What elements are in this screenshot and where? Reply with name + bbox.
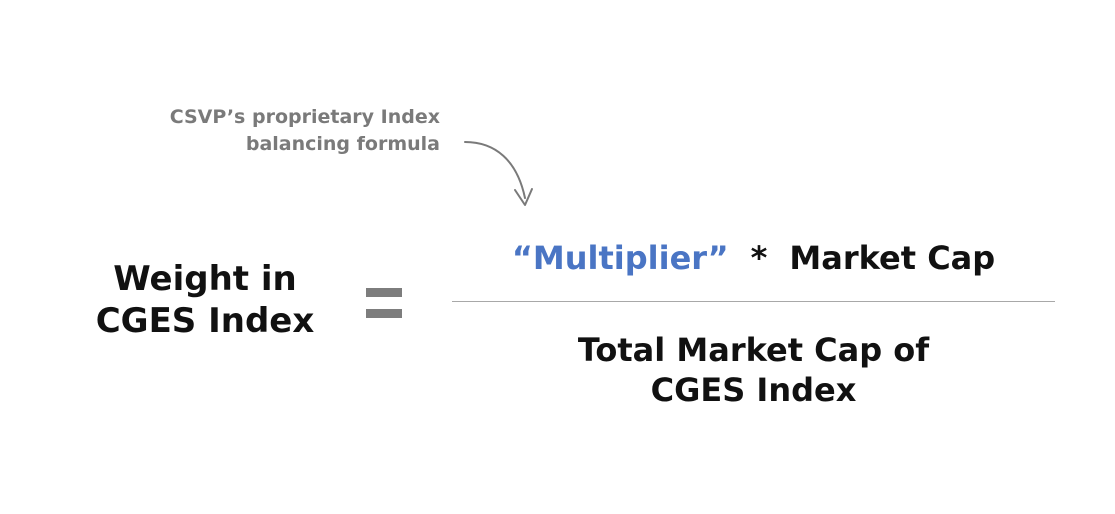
annotation-line-2: balancing formula [245, 133, 440, 155]
arrow-curve [464, 141, 526, 199]
fraction-divider [452, 301, 1055, 302]
formula-lhs: Weight in CGES Index [70, 258, 340, 342]
denominator-line-2: CGES Index [650, 371, 857, 409]
annotation-text: CSVP’s proprietary Index balancing formu… [170, 104, 440, 158]
lhs-line-1: Weight in [113, 259, 297, 299]
multiply-operator: * [750, 239, 768, 277]
annotation-line-1: CSVP’s proprietary Index [169, 106, 440, 128]
curved-arrow-icon [464, 141, 533, 206]
equals-bar-top [366, 288, 402, 297]
lhs-line-2: CGES Index [95, 301, 315, 341]
market-cap-term: Market Cap [789, 239, 996, 277]
multiplier-term: “Multiplier” [511, 239, 729, 277]
equals-sign [366, 288, 402, 320]
equals-bar-bottom [366, 309, 402, 318]
formula-numerator: “Multiplier” * Market Cap [452, 236, 1055, 280]
formula-denominator: Total Market Cap of CGES Index [452, 330, 1055, 410]
arrow-head [514, 188, 533, 206]
denominator-line-1: Total Market Cap of [577, 331, 930, 369]
